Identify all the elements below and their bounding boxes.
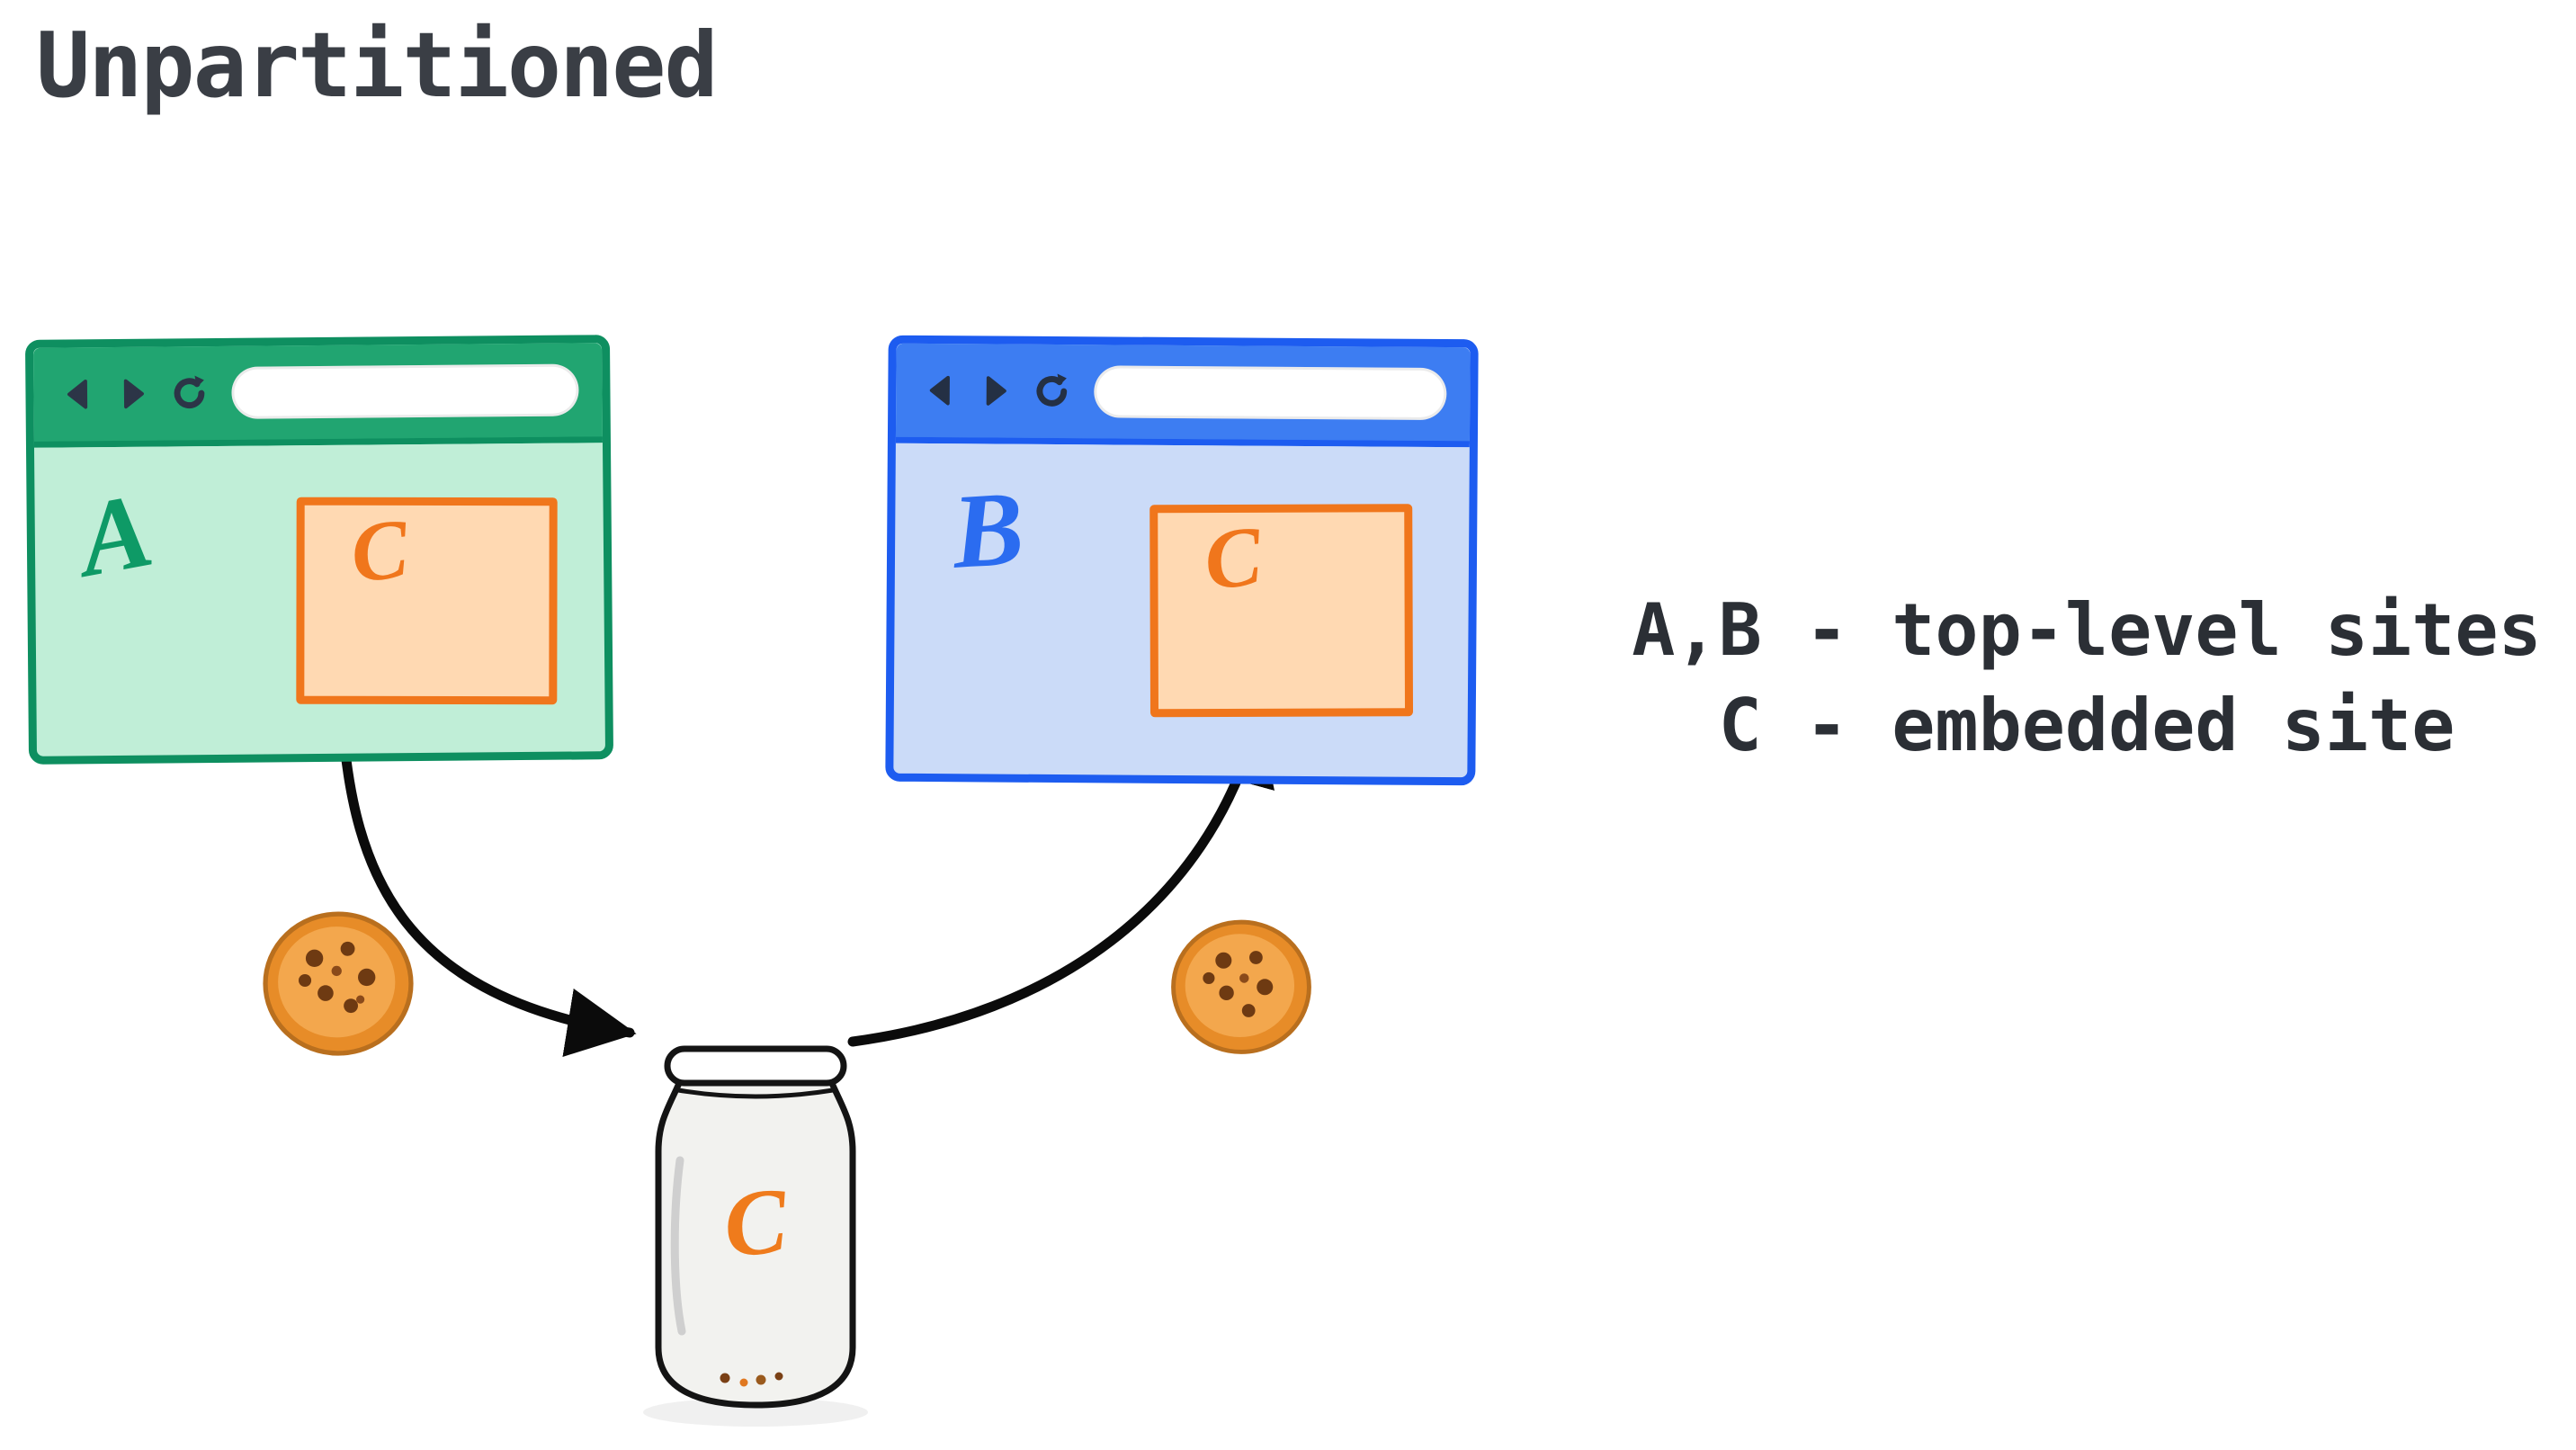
legend-line-1: A,B - top-level sites <box>1632 588 2542 672</box>
browser-window-a: A C <box>24 335 614 765</box>
back-icon <box>67 379 88 409</box>
back-icon <box>929 375 950 406</box>
site-b-label: B <box>949 469 1027 591</box>
browser-b-titlebar <box>895 343 1471 448</box>
site-a-label: A <box>69 470 161 600</box>
browser-a-titlebar <box>33 343 603 448</box>
legend-line-2: C - embedded site <box>1718 683 2455 767</box>
address-bar <box>1094 365 1447 421</box>
embedded-frame-b-label: C <box>1199 508 1266 609</box>
reload-icon <box>1036 373 1068 407</box>
reload-icon <box>174 375 205 409</box>
forward-icon <box>986 376 1006 406</box>
forward-icon <box>123 379 144 409</box>
embedded-frame-a-label: C <box>346 501 413 601</box>
browser-window-b: B C <box>885 335 1479 786</box>
cookie-jar-icon <box>643 1045 868 1427</box>
embedded-frame-b: C <box>1149 504 1414 718</box>
embedded-frame-a: C <box>296 497 558 705</box>
legend: A,B - top-level sites C - embedded site <box>1601 583 2572 773</box>
cookie-icon <box>1171 919 1311 1054</box>
diagram-title: Unpartitioned <box>36 13 719 118</box>
cookie-icon <box>263 911 414 1056</box>
address-bar <box>231 363 579 419</box>
